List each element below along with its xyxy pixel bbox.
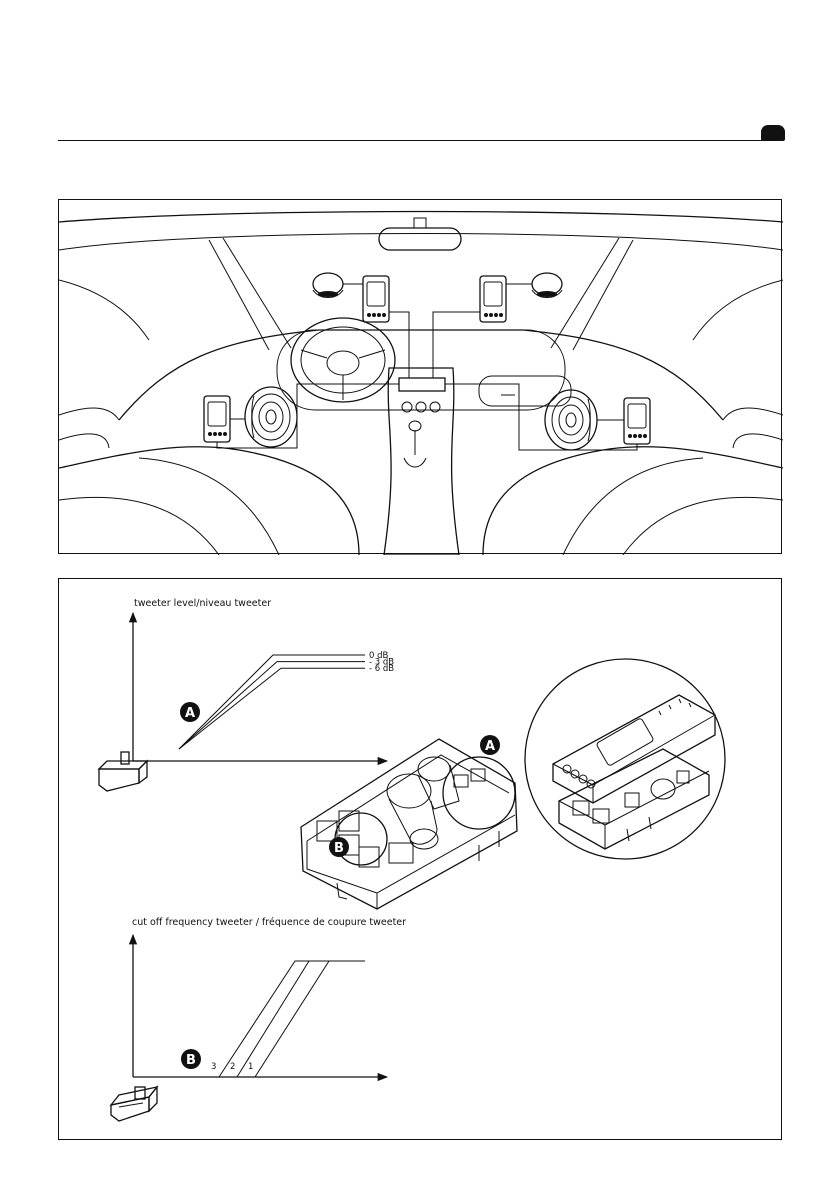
badge-a-level: A: [180, 702, 200, 722]
position-3-label: 3: [211, 1062, 216, 1072]
dashboard: [119, 330, 723, 420]
cutoff-position-labels: 3 2 1: [211, 1062, 253, 1072]
badge-a-box: A: [480, 735, 500, 755]
highlight-circle-a: [443, 757, 515, 829]
cutoff-curves: [219, 961, 365, 1077]
level-curve-0: [179, 655, 365, 749]
head-unit: [399, 378, 445, 391]
level-label-2: - 6 dB: [369, 664, 394, 674]
badge-b-box: B: [329, 837, 349, 857]
badge-b-cutoff: B: [181, 1049, 201, 1069]
glove-box: [479, 376, 571, 406]
windshield-top: [59, 212, 783, 223]
crossover-left-bottom: [204, 396, 230, 442]
position-2-label: 2: [230, 1062, 235, 1072]
center-console: [384, 368, 459, 555]
rear-view-mirror: [379, 228, 461, 250]
crossover-settings-diagram: tweeter level/niveau tweeter 0 dB- 3 dB-…: [59, 579, 783, 1141]
level-curve-2: [179, 668, 365, 749]
level-curves: [179, 655, 365, 749]
a-pillar-left: [209, 240, 269, 350]
woofer-left: [245, 387, 297, 447]
crossover-closed-box: [553, 695, 715, 849]
seat-right: [483, 447, 783, 555]
chapter-tab: [761, 125, 785, 141]
position-1-label: 1: [248, 1062, 253, 1072]
svg-text:A: A: [185, 706, 195, 721]
cutoff-switch-icon: [111, 1087, 157, 1121]
level-switch-icon: [99, 752, 147, 791]
level-labels: 0 dB- 3 dB- 6 dB: [369, 651, 394, 674]
woofer-right: [545, 390, 597, 450]
svg-text:B: B: [186, 1053, 196, 1068]
crossover-settings-panel: tweeter level/niveau tweeter 0 dB- 3 dB-…: [58, 578, 782, 1140]
header-rule: [58, 140, 782, 141]
crossover-right-bottom: [624, 398, 650, 444]
tweeter-right: [532, 273, 562, 298]
crossover-open-box: [301, 739, 517, 909]
tweeter-left: [313, 273, 343, 298]
svg-text:B: B: [334, 841, 344, 856]
seat-left: [59, 447, 359, 555]
crossover-left-top: [363, 276, 389, 322]
car-installation-panel: [58, 199, 782, 554]
tweeter-level-axis-label: tweeter level/niveau tweeter: [134, 598, 271, 609]
closeup-circle: [525, 659, 725, 859]
svg-text:A: A: [485, 739, 495, 754]
a-pillar-right: [573, 240, 633, 350]
cutoff-axis-label: cut off frequency tweeter / fréquence de…: [132, 917, 406, 928]
crossover-right-top: [480, 276, 506, 322]
car-installation-diagram: [59, 200, 783, 555]
